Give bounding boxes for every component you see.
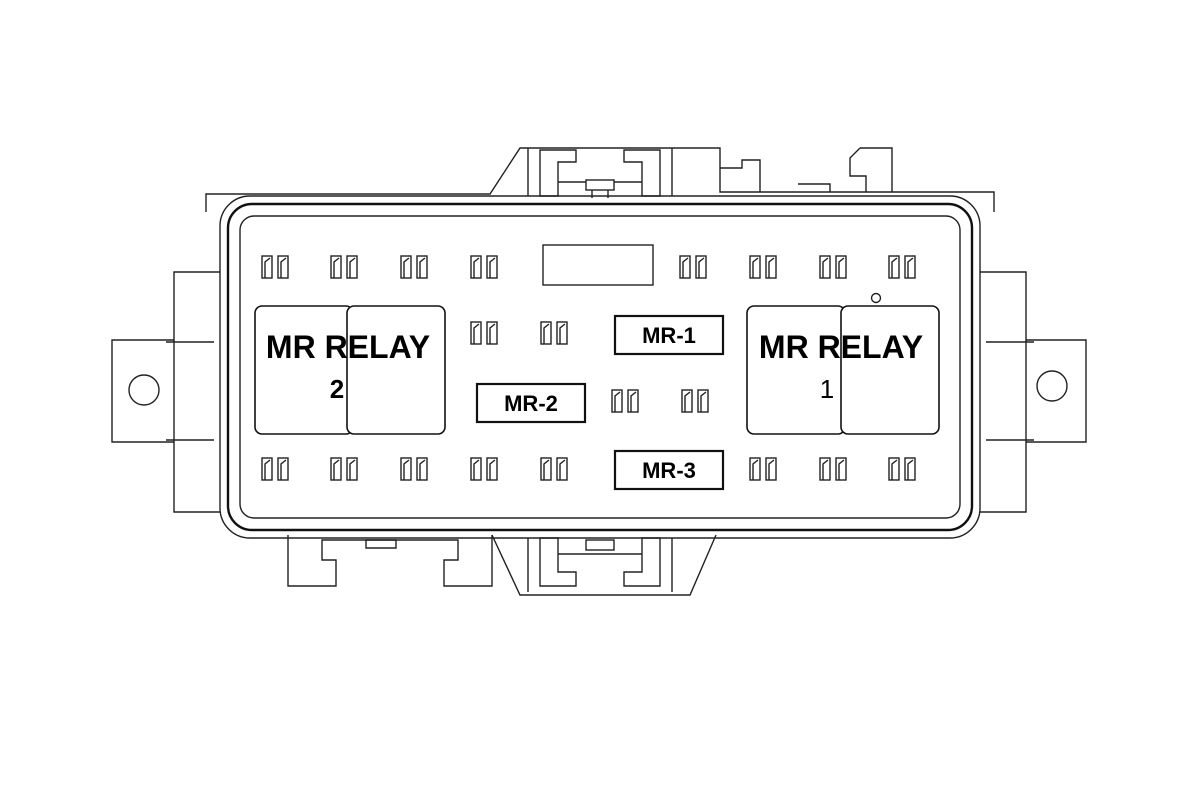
- terminal-slot: [486, 321, 498, 345]
- terminal-slot: [470, 457, 482, 481]
- terminal-slot: [330, 457, 342, 481]
- fuse-label-mr-2-text: MR-2: [504, 391, 558, 416]
- terminal-slot: [765, 457, 777, 481]
- bottom-connector-latch: [527, 537, 673, 592]
- terminal-slots: [261, 255, 916, 481]
- terminal-slot: [486, 255, 498, 279]
- terminal-slot: [540, 321, 552, 345]
- terminal-pair: [888, 255, 916, 279]
- terminal-pair: [681, 389, 709, 413]
- terminal-slot: [765, 255, 777, 279]
- terminal-slot: [697, 389, 709, 413]
- terminal-slot: [346, 457, 358, 481]
- terminal-pair: [819, 457, 847, 481]
- terminal-slot: [400, 457, 412, 481]
- housing-outline: [111, 147, 1087, 596]
- fuse-label-mr-1: MR-1: [613, 314, 725, 356]
- fuse-label-mr-3-text: MR-3: [642, 458, 696, 483]
- terminal-slot: [330, 255, 342, 279]
- terminal-slot: [679, 255, 691, 279]
- terminal-slot: [261, 457, 273, 481]
- terminal-pair: [611, 389, 639, 413]
- terminal-slot: [556, 457, 568, 481]
- terminal-pair: [819, 255, 847, 279]
- terminal-slot: [749, 255, 761, 279]
- top-connector-latch: [527, 148, 673, 198]
- terminal-pair: [749, 255, 777, 279]
- terminal-slot: [540, 457, 552, 481]
- terminal-slot: [627, 389, 639, 413]
- terminal-slot: [486, 457, 498, 481]
- terminal-slot: [888, 255, 900, 279]
- terminal-pair: [540, 321, 568, 345]
- terminal-slot: [819, 255, 831, 279]
- mounting-hole-right: [1036, 370, 1068, 402]
- terminal-pair: [330, 255, 358, 279]
- relay-box-body: [219, 195, 981, 539]
- terminal-slot: [277, 255, 289, 279]
- terminal-pair: [679, 255, 707, 279]
- terminal-slot: [904, 457, 916, 481]
- terminal-pair: [400, 457, 428, 481]
- terminal-slot: [835, 457, 847, 481]
- terminal-slot: [888, 457, 900, 481]
- terminal-slot: [416, 457, 428, 481]
- mr-relay-2: MR RELAY 2: [254, 305, 446, 435]
- terminal-slot: [611, 389, 623, 413]
- terminal-pair: [261, 457, 289, 481]
- terminal-pair: [470, 255, 498, 279]
- terminal-slot: [835, 255, 847, 279]
- terminal-pair: [888, 457, 916, 481]
- terminal-pair: [400, 255, 428, 279]
- mr-relay-1: MR RELAY 1: [746, 292, 940, 435]
- fuse-label-mr-1-text: MR-1: [642, 323, 696, 348]
- terminal-slot: [400, 255, 412, 279]
- terminal-slot: [695, 255, 707, 279]
- indicator-dot: [870, 292, 882, 304]
- terminal-slot: [749, 457, 761, 481]
- fuse-label-mr-2: MR-2: [475, 382, 587, 424]
- terminal-slot: [556, 321, 568, 345]
- mr-relay-1-title: MR RELAY: [759, 329, 923, 365]
- terminal-pair: [261, 255, 289, 279]
- terminal-pair: [470, 457, 498, 481]
- terminal-pair: [540, 457, 568, 481]
- terminal-pair: [330, 457, 358, 481]
- terminal-pair: [470, 321, 498, 345]
- terminal-slot: [681, 389, 693, 413]
- terminal-slot: [416, 255, 428, 279]
- blank-label-plate: [542, 244, 654, 286]
- fuse-label-mr-3: MR-3: [613, 449, 725, 491]
- terminal-slot: [470, 321, 482, 345]
- terminal-slot: [346, 255, 358, 279]
- mr-relay-1-number: 1: [820, 374, 834, 404]
- mr-relay-2-number: 2: [330, 374, 344, 404]
- terminal-slot: [819, 457, 831, 481]
- mr-relay-2-title: MR RELAY: [266, 329, 430, 365]
- terminal-pair: [749, 457, 777, 481]
- mounting-hole-left: [128, 374, 160, 406]
- terminal-slot: [261, 255, 273, 279]
- terminal-slot: [277, 457, 289, 481]
- terminal-slot: [904, 255, 916, 279]
- terminal-slot: [470, 255, 482, 279]
